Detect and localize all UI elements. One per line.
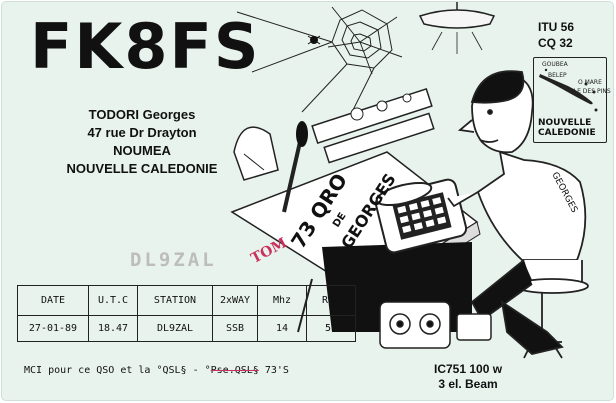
map-label-mare: O MARE bbox=[578, 79, 602, 86]
qso-log-table: DATE U.T.C STATION 2xWAY Mhz RST 27-01-8… bbox=[17, 285, 356, 342]
log-rst: 57 bbox=[306, 315, 356, 342]
qso-remark: MCI pour ce QSO et la °QSL§ - °Pse.QSL§ … bbox=[24, 365, 289, 376]
log-station: DL9ZAL bbox=[137, 315, 213, 342]
log-header-utc: U.T.C bbox=[88, 285, 138, 316]
equipment-antenna: 3 el. Beam bbox=[438, 377, 498, 391]
equipment-rig: IC751 100 w bbox=[434, 362, 503, 376]
log-header-row: DATE U.T.C STATION 2xWAY Mhz RST bbox=[17, 285, 356, 316]
remark-closing: 73'S bbox=[258, 365, 289, 376]
map-caption: NOUVELLE CALEDONIE bbox=[538, 118, 596, 138]
new-caledonia-map: GOUBEA BELEP ILE DES PINS O MARE NOUVELL… bbox=[533, 57, 611, 143]
operator-cartoon-illustration: 73 QRO DE GEORGES GEORGES bbox=[230, 2, 589, 359]
log-header-mhz: Mhz bbox=[257, 285, 307, 316]
remark-struck-text: Pse.QSL§ bbox=[210, 365, 259, 376]
map-caption-line1: NOUVELLE bbox=[538, 118, 592, 128]
tape-recorder-drawing bbox=[379, 301, 492, 349]
log-header-rst: RST bbox=[306, 285, 356, 316]
operator-figure-drawing bbox=[447, 70, 589, 359]
ceiling-lamp-drawing bbox=[418, 2, 496, 54]
table-row: 27-01-89 18.47 DL9ZAL SSB 14 57 bbox=[17, 315, 356, 342]
operator-street: 47 rue Dr Drayton bbox=[87, 125, 197, 140]
to-station-callsign: DL9ZAL bbox=[130, 249, 217, 271]
map-caption-line2: CALEDONIE bbox=[538, 128, 596, 138]
log-mhz: 14 bbox=[257, 315, 307, 342]
island-outline-icon bbox=[539, 68, 598, 112]
callsign-heading: FK8FS bbox=[30, 10, 261, 83]
map-label-ile-des-pins: ILE DES PINS bbox=[572, 88, 611, 95]
operator-city: NOUMEA bbox=[113, 143, 171, 158]
map-label-belep: BELEP bbox=[548, 72, 567, 79]
equipment-info: IC751 100 w 3 el. Beam bbox=[434, 362, 502, 392]
itu-zone: ITU 56 bbox=[538, 20, 575, 34]
log-header-2xway: 2xWAY bbox=[212, 285, 258, 316]
spider-web-drawing bbox=[236, 6, 403, 113]
cq-zone: CQ 32 bbox=[538, 36, 573, 50]
spider-icon bbox=[307, 35, 321, 45]
qsl-card: 73 QRO DE GEORGES GEORGES bbox=[2, 2, 613, 400]
log-header-station: STATION bbox=[137, 285, 213, 316]
log-mode: SSB bbox=[212, 315, 258, 342]
remark-text: MCI pour ce QSO et la °QSL§ - ° bbox=[24, 365, 211, 376]
log-header-date: DATE bbox=[17, 285, 89, 316]
log-utc: 18.47 bbox=[88, 315, 138, 342]
operator-country: NOUVELLE CALEDONIE bbox=[66, 161, 218, 176]
map-label-goubea: GOUBEA bbox=[542, 61, 568, 68]
operator-address: TODORI Georges 47 rue Dr Drayton NOUMEA … bbox=[42, 106, 242, 178]
radio-desk-drawing bbox=[230, 87, 481, 333]
operator-name: TODORI Georges bbox=[88, 107, 196, 122]
log-date: 27-01-89 bbox=[17, 315, 89, 342]
zone-info: ITU 56 CQ 32 bbox=[538, 19, 574, 51]
